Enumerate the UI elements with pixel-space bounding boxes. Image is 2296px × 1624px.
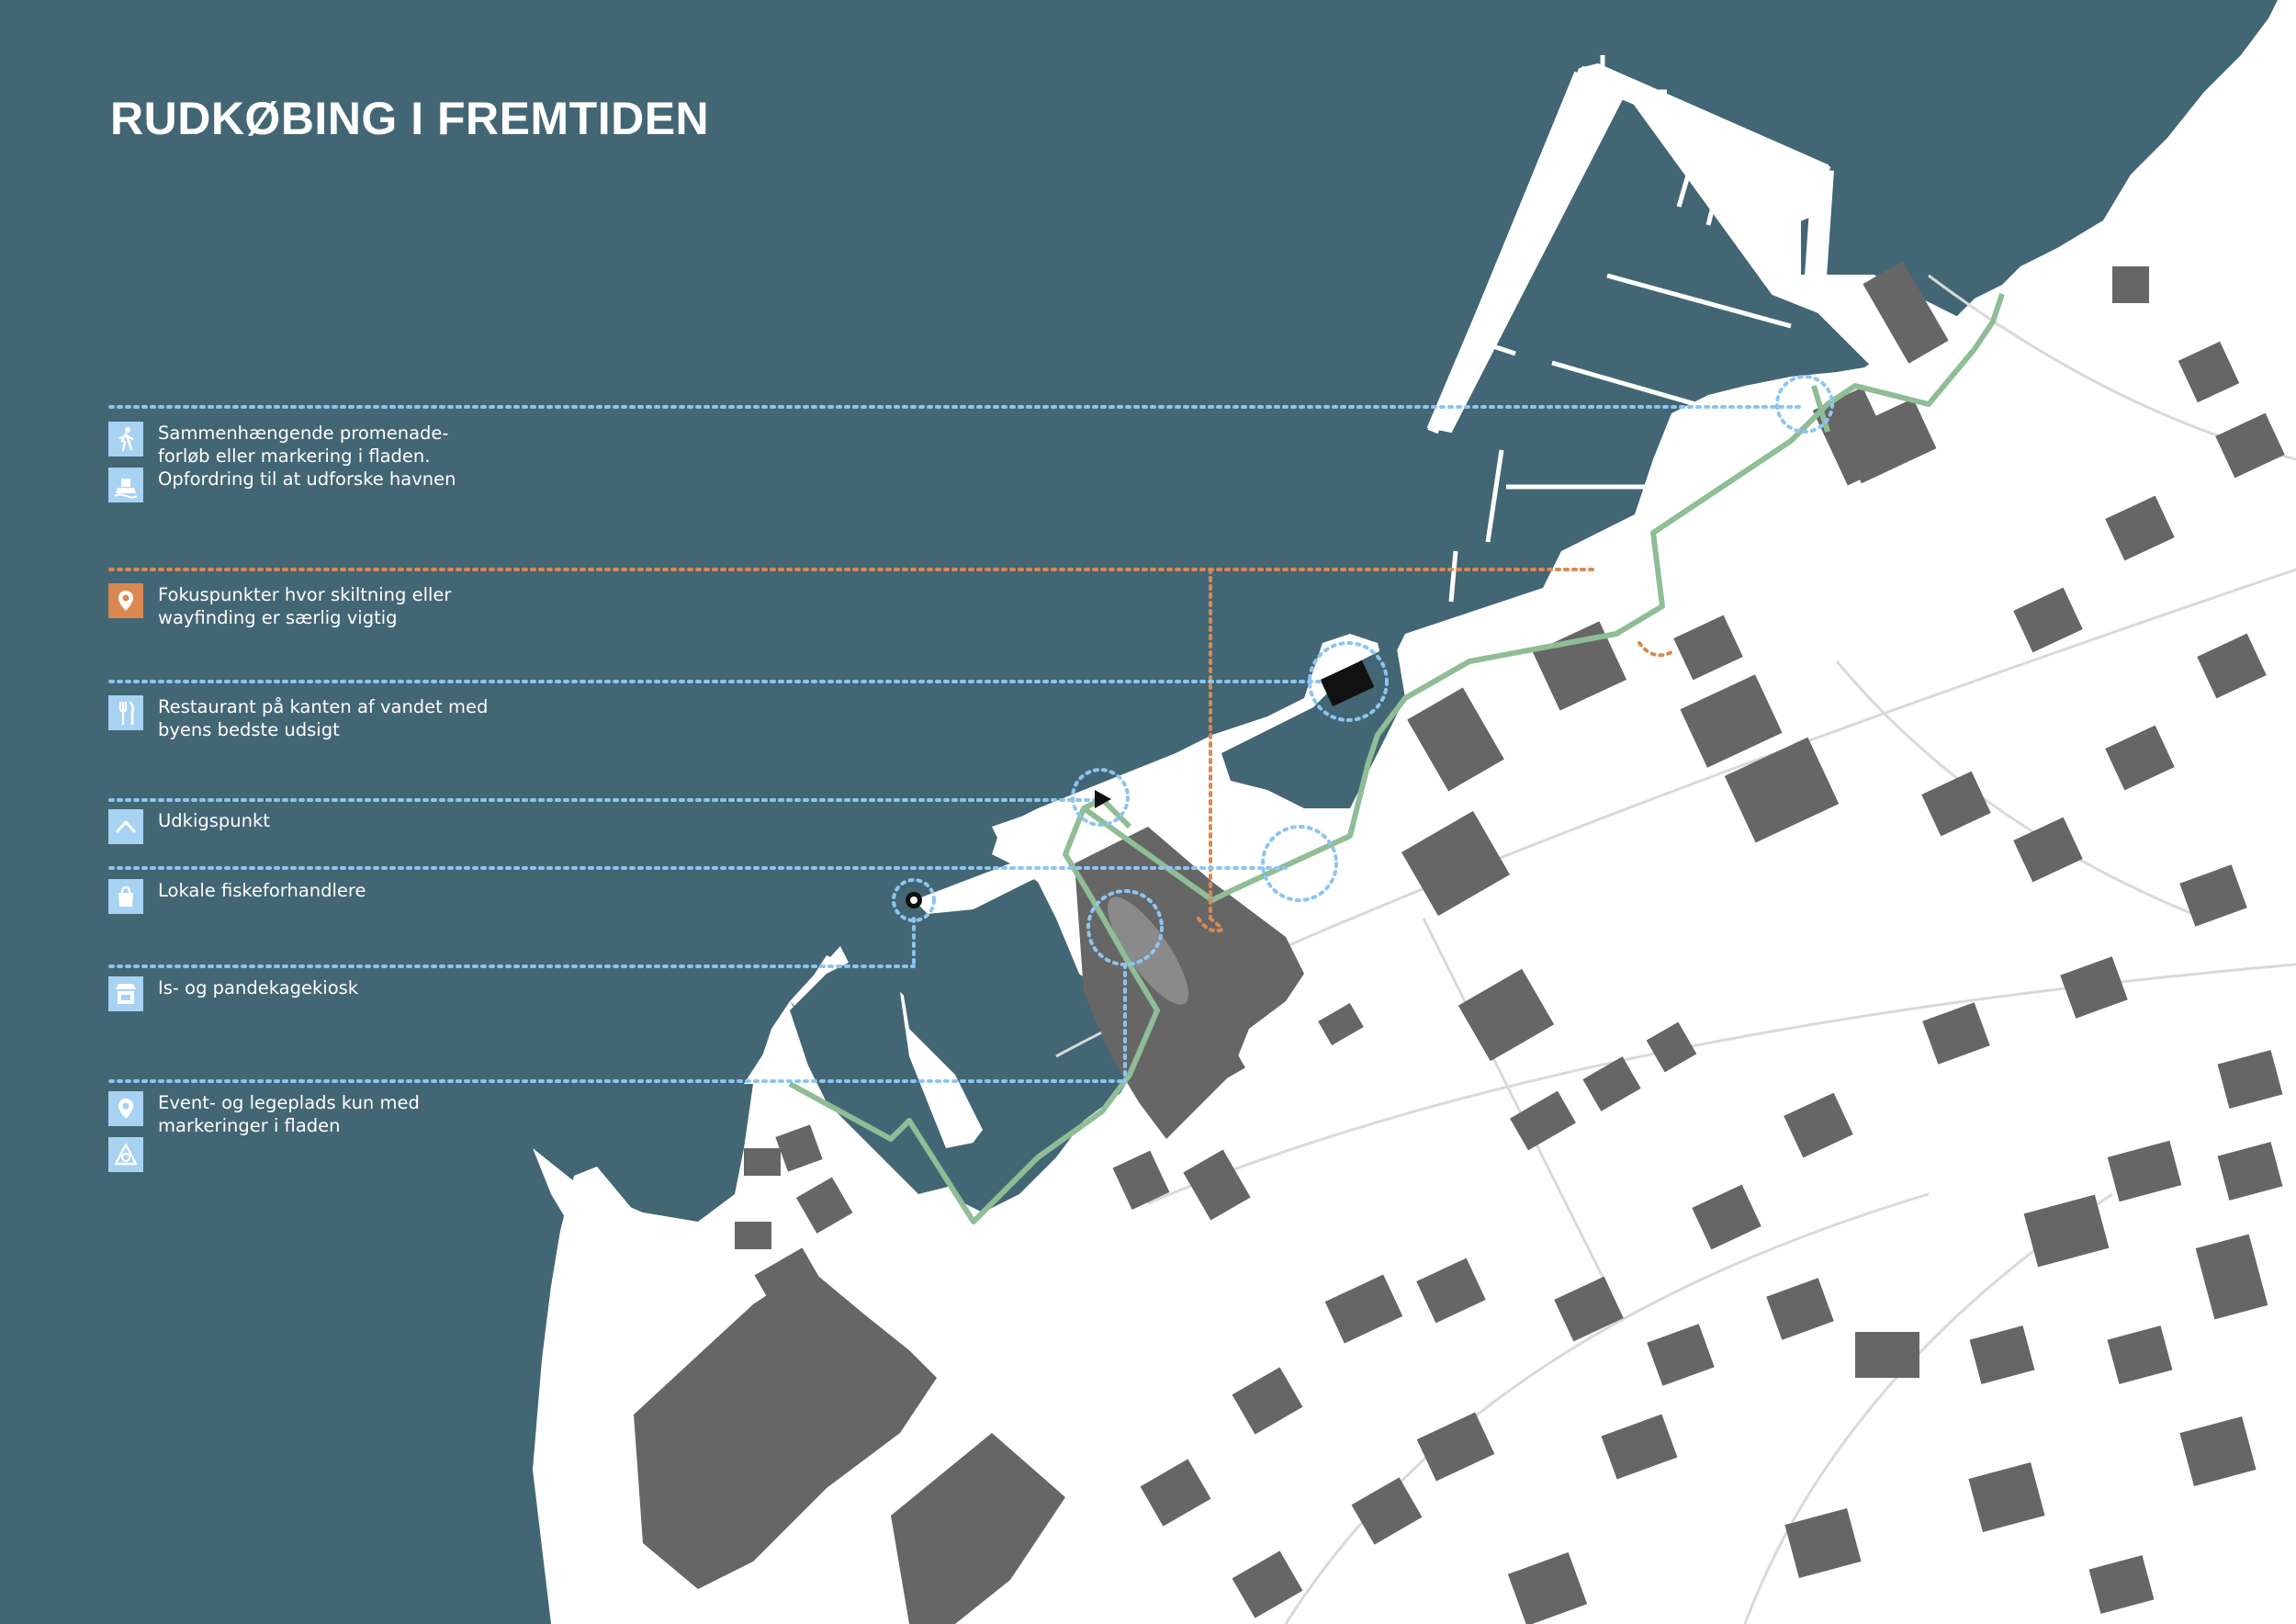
restaurant-building <box>1320 660 1375 707</box>
west-pier <box>914 863 1038 914</box>
shopping-bag-icon <box>108 879 143 914</box>
legend-focus-points: Fokuspunkter hvor skiltning eller wayfin… <box>108 583 451 629</box>
legend-text-line: byens bedste udsigt <box>158 719 340 740</box>
inner-basin <box>900 882 1130 1185</box>
legend-text-line: wayfinding er særlig vigtig <box>158 607 398 628</box>
legend-kiosk: Is- og pandekagekiosk <box>108 976 358 1011</box>
legend-event-playground: Event- og legeplads kun med markeringer … <box>108 1091 420 1172</box>
legend-text-line: Is- og pandekagekiosk <box>158 977 359 998</box>
warehouse <box>634 1268 937 1589</box>
legend-text-line: Sammenhængende promenade- <box>158 423 449 444</box>
pier-end <box>1190 749 1207 765</box>
legend-text-line: Lokale fiskeforhandlere <box>158 880 366 901</box>
pier-end-marker-dot <box>910 897 917 904</box>
legend-text-line: Event- og legeplads kun med <box>158 1092 420 1113</box>
orange-focus-marks <box>1197 641 1673 933</box>
legend-text-line: forløb eller markering i fladen. <box>158 445 431 467</box>
lookout-pier <box>992 753 1208 854</box>
legend-text-line: markeringer i fladen <box>158 1115 341 1136</box>
lookout-arrow-icon <box>108 809 143 844</box>
fish-market-area <box>1107 897 1189 1005</box>
warehouse <box>891 1433 1065 1624</box>
kiosk-icon <box>108 976 143 1011</box>
legend-leader-lines <box>108 405 1802 1083</box>
harbour-water <box>790 955 955 1194</box>
walking-person-icon <box>108 422 143 457</box>
legend-fish-market: Lokale fiskeforhandlere <box>108 879 366 914</box>
harbor-explore-icon <box>108 468 143 502</box>
legend-promenade: Sammenhængende promenade- forløb eller m… <box>108 422 456 502</box>
cutlery-icon <box>108 695 143 730</box>
focus-circles <box>892 375 1834 966</box>
lookout-marker-icon <box>1095 790 1111 808</box>
legend-text-line: Opfordring til at udforske havnen <box>158 468 456 490</box>
breakwater-arm <box>1427 71 1585 434</box>
north-pier <box>1235 698 1327 742</box>
promenade-route <box>788 293 2005 1224</box>
legend-lookout: Udkigspunkt <box>108 809 270 844</box>
location-pin-icon <box>108 1091 143 1126</box>
promenade-branch <box>1811 385 1830 433</box>
playground-icon <box>108 1137 143 1172</box>
breakwater-arm <box>1803 169 1834 304</box>
legend-text-line: Udkigspunkt <box>158 810 270 831</box>
location-pin-icon <box>108 583 143 618</box>
buildings <box>634 261 2285 1624</box>
legend-text-line: Fokuspunkter hvor skiltning eller <box>158 584 452 605</box>
legend-text-line: Restaurant på kanten af vandet med <box>158 696 489 717</box>
pontoons <box>1448 55 1792 603</box>
west-peninsula <box>533 1167 643 1624</box>
legend-restaurant: Restaurant på kanten af vandet med byens… <box>108 695 488 741</box>
map-title: RUDKØBING I FREMTIDEN <box>110 93 710 144</box>
